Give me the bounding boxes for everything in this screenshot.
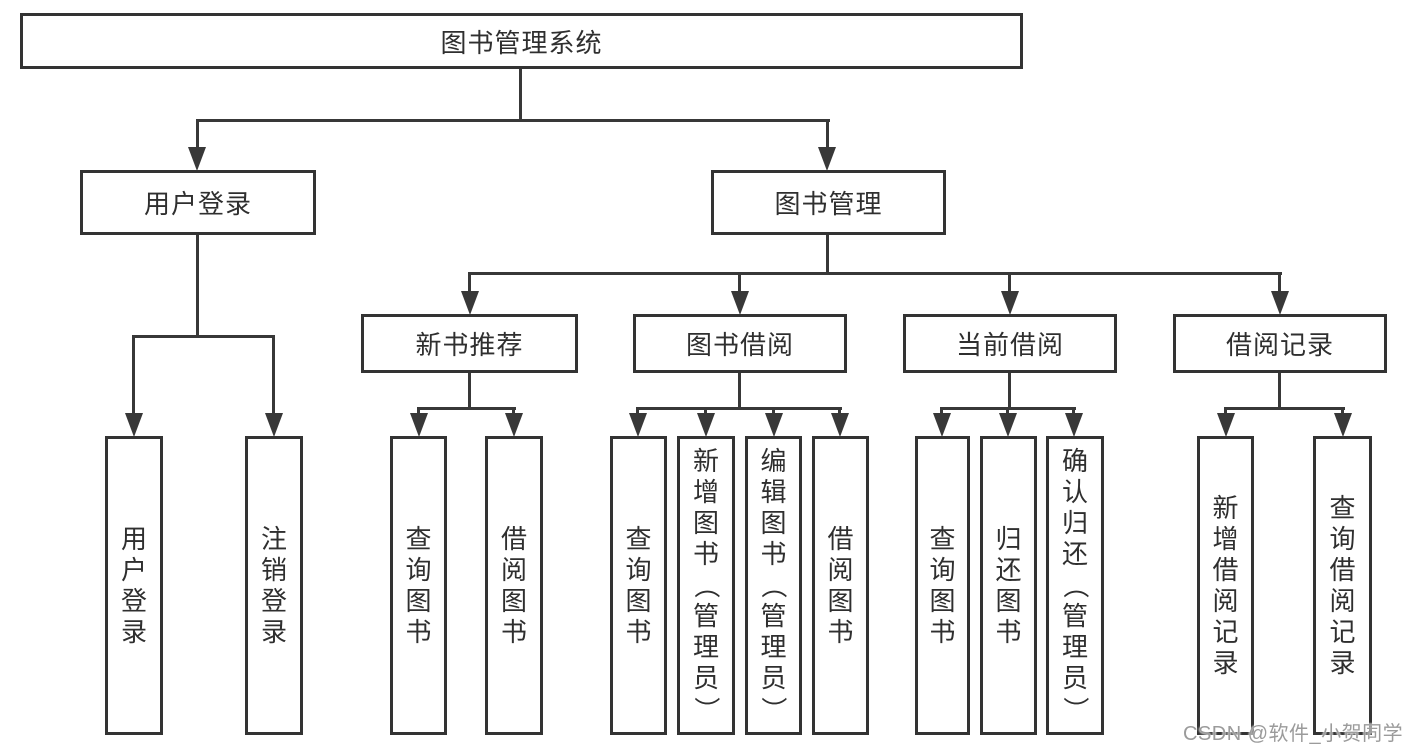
node-new-book-recommend: 新书推荐 <box>361 314 578 373</box>
node-label: 查询图书 <box>625 523 652 647</box>
node-label: 新增借阅记录 <box>1212 492 1239 678</box>
connector-line <box>512 407 515 417</box>
node-borrow-books: 借阅图书 <box>812 436 869 735</box>
connector-arrow <box>731 291 749 315</box>
connector-arrow <box>1334 413 1352 437</box>
node-label: 查询图书 <box>405 523 432 647</box>
node-borrow-books: 借阅图书 <box>485 436 543 735</box>
node-root: 图书管理系统 <box>20 13 1023 69</box>
node-label: 确认归还（管理员） <box>1060 446 1091 723</box>
connector-line <box>826 119 829 152</box>
connector-line <box>196 119 830 122</box>
node-label: 新书推荐 <box>415 330 524 360</box>
node-query-borrow-record: 查询借阅记录 <box>1313 436 1372 735</box>
node-current-borrowing: 当前借阅 <box>903 314 1117 373</box>
connector-arrow <box>831 413 849 437</box>
node-return-books: 归还图书 <box>980 436 1037 735</box>
connector-line <box>132 335 135 415</box>
connector-line <box>417 407 516 410</box>
connector-arrow <box>999 413 1017 437</box>
node-confirm-return-admin: 确认归还（管理员） <box>1046 436 1104 735</box>
node-book-management: 图书管理 <box>711 170 946 235</box>
connector-line <box>636 407 639 417</box>
node-label: 用户登录 <box>143 189 252 219</box>
connector-arrow <box>410 413 428 437</box>
connector-line <box>272 335 275 415</box>
connector-arrow <box>1217 413 1235 437</box>
connector-line <box>738 272 741 294</box>
connector-line <box>1341 407 1344 417</box>
connector-arrow <box>188 147 206 171</box>
node-borrowing-records: 借阅记录 <box>1173 314 1387 373</box>
node-query-books: 查询图书 <box>390 436 447 735</box>
connector-arrow <box>1065 413 1083 437</box>
connector-arrow <box>1271 291 1289 315</box>
node-label: 当前借阅 <box>955 330 1064 360</box>
node-add-books-admin: 新增图书（管理员） <box>677 436 735 735</box>
connector-line <box>738 373 741 410</box>
connector-arrow <box>461 291 479 315</box>
connector-arrow <box>505 413 523 437</box>
connector-line <box>196 119 199 152</box>
connector-line <box>1224 407 1227 417</box>
connector-arrow <box>265 413 283 437</box>
connector-line <box>940 407 943 417</box>
node-label: 新增图书（管理员） <box>691 446 722 723</box>
connector-line <box>1278 272 1281 294</box>
connector-line <box>838 407 841 417</box>
connector-line <box>1224 407 1345 410</box>
connector-line <box>1278 373 1281 410</box>
connector-line <box>704 407 707 417</box>
connector-line <box>468 373 471 410</box>
node-label: 图书管理 <box>774 189 883 219</box>
node-query-books: 查询图书 <box>610 436 667 735</box>
node-label: 查询借阅记录 <box>1329 492 1356 678</box>
connector-line <box>196 235 199 338</box>
connector-line <box>468 272 1282 275</box>
node-label: 图书管理系统 <box>440 27 603 58</box>
node-logout: 注销登录 <box>245 436 303 735</box>
node-book-borrowing: 图书借阅 <box>633 314 847 373</box>
node-user-login-leaf: 用户登录 <box>105 436 163 735</box>
connector-line <box>1008 373 1011 410</box>
node-label: 图书借阅 <box>685 330 794 360</box>
connector-arrow <box>629 413 647 437</box>
connector-line <box>468 272 471 294</box>
node-label: 编辑图书（管理员） <box>758 446 789 723</box>
connector-arrow <box>765 413 783 437</box>
connector-line <box>826 235 829 275</box>
connector-arrow <box>818 147 836 171</box>
connector-arrow <box>1001 291 1019 315</box>
connector-line <box>519 69 522 121</box>
node-label: 借阅图书 <box>500 523 527 647</box>
connector-arrow <box>933 413 951 437</box>
node-label: 查询图书 <box>929 523 956 647</box>
node-label: 借阅记录 <box>1225 330 1334 360</box>
connector-line <box>1072 407 1075 417</box>
connector-line <box>636 407 842 410</box>
connector-line <box>772 407 775 417</box>
node-label: 用户登录 <box>120 523 147 647</box>
node-edit-books-admin: 编辑图书（管理员） <box>745 436 802 735</box>
node-label: 归还图书 <box>995 523 1022 647</box>
node-query-books: 查询图书 <box>915 436 970 735</box>
node-label: 借阅图书 <box>827 523 854 647</box>
connector-arrow <box>697 413 715 437</box>
connector-line <box>132 335 275 338</box>
node-add-borrow-record: 新增借阅记录 <box>1197 436 1254 735</box>
connector-line <box>417 407 420 417</box>
node-label: 注销登录 <box>260 523 287 647</box>
node-user-login: 用户登录 <box>80 170 316 235</box>
connector-line <box>1006 407 1009 417</box>
csdn-watermark: CSDN @软件_小贺同学 <box>1183 723 1404 745</box>
connector-line <box>1008 272 1011 294</box>
connector-arrow <box>125 413 143 437</box>
